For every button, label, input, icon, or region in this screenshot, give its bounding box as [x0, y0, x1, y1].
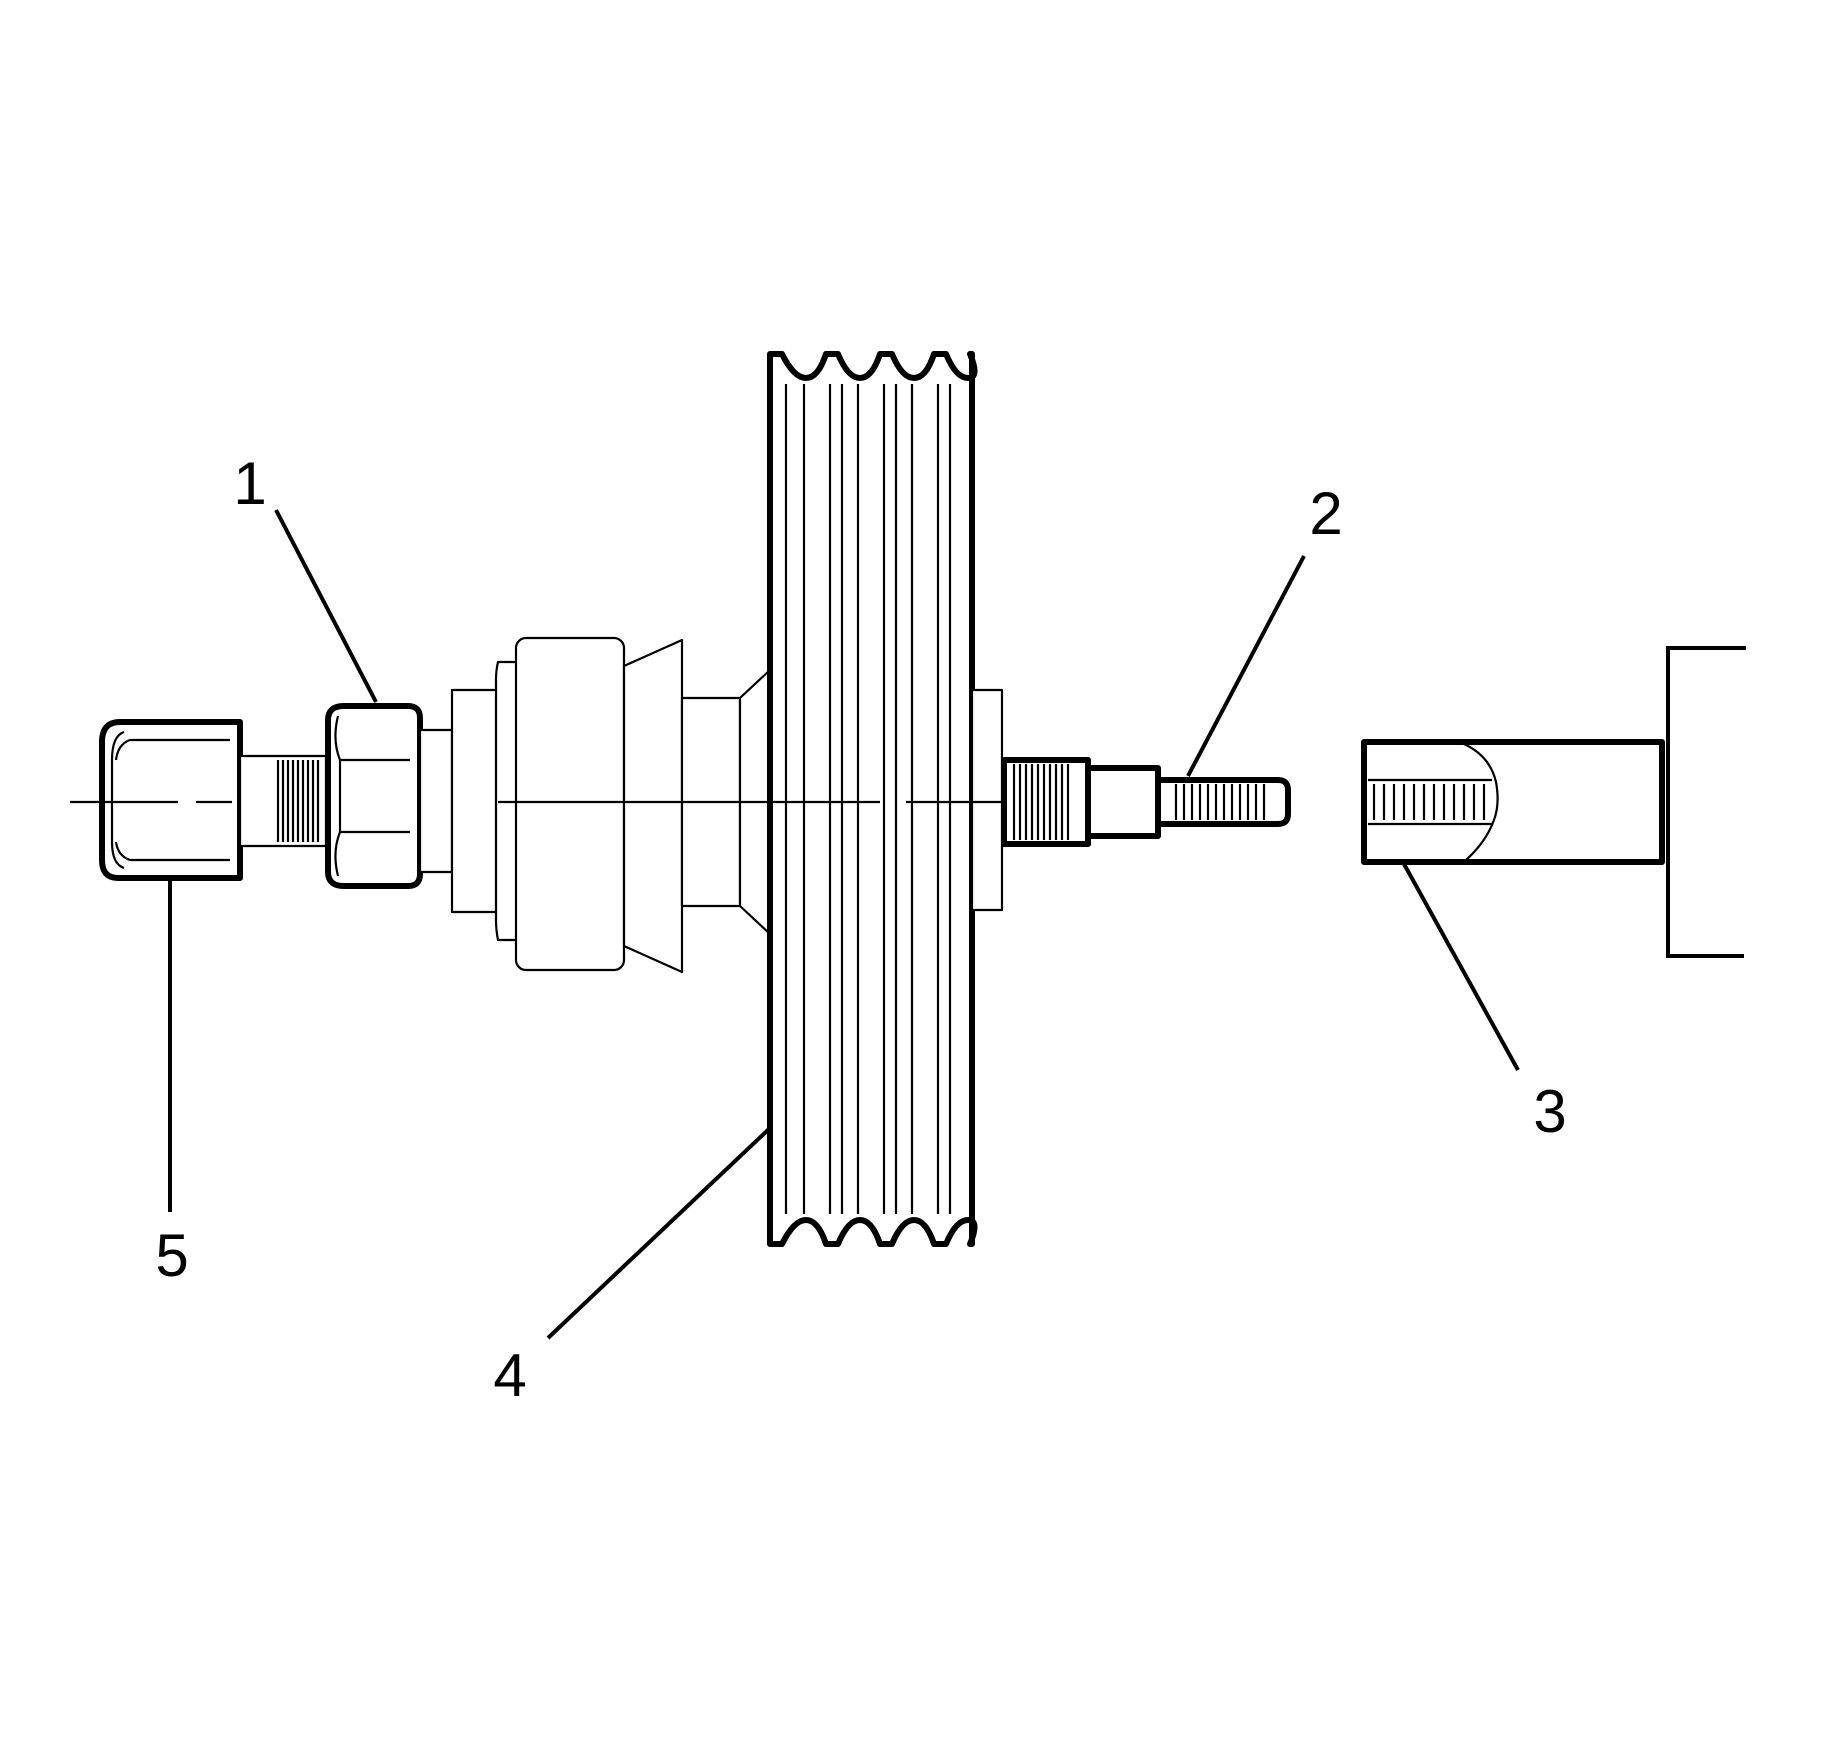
leader-line-2: [1186, 555, 1306, 777]
item-4-pulley: [767, 351, 978, 1247]
item-1-hex-nut: [325, 703, 423, 889]
leader-line-1: [274, 509, 378, 703]
bearing-hub-assembly: [450, 636, 772, 974]
item-5-hex-nut: [99, 719, 243, 881]
hub-flange: [970, 688, 1004, 912]
callout-label-2: 2: [1309, 480, 1342, 547]
callout-label-4: 4: [493, 1342, 526, 1409]
threaded-rod-left: [238, 754, 328, 848]
spacer-collar: [418, 728, 454, 874]
item-2-threaded-stud: [1001, 757, 1291, 847]
callout-label-3: 3: [1533, 1078, 1566, 1145]
callout-label-1: 1: [233, 450, 266, 517]
callout-label-5: 5: [155, 1222, 188, 1289]
item-3-installer-tool: [1361, 646, 1746, 958]
leader-line-3: [1402, 863, 1520, 1071]
leader-line-4: [546, 1126, 772, 1340]
